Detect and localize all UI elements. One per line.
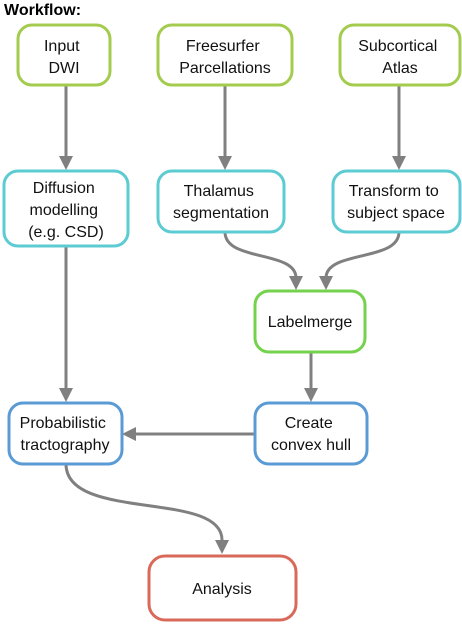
node-thalamus-line-1: Thalamus — [184, 183, 254, 200]
node-diffusion-line-3: (e.g. CSD) — [28, 224, 104, 241]
edge-thalamus-to-labelmerge — [223, 231, 303, 290]
node-thalamus-line-2: segmentation — [173, 205, 269, 222]
node-input-dwi: Input DWI — [16, 23, 112, 87]
svg-text:Subcortical Atlas: Subcortical Atlas — [358, 38, 442, 77]
svg-text:Transform to subject spa: Transform to subject space — [347, 183, 445, 222]
svg-text:Labelmerge: Labelmerge — [268, 314, 353, 331]
node-labelmerge: Labelmerge — [253, 289, 367, 354]
edge-atlas-to-transform — [392, 85, 406, 170]
svg-text:Thalamus segmentation: Thalamus segmentation — [173, 183, 269, 222]
node-diffusion-line-1: Diffusion — [33, 180, 95, 197]
node-freesurfer-line-2: Parcellations — [179, 60, 271, 77]
node-subcortical-atlas-line-1: Subcortical — [358, 38, 437, 55]
node-subcortical-atlas: Subcortical Atlas — [338, 23, 462, 87]
node-transform-line-1: Transform to — [349, 183, 439, 200]
node-freesurfer-line-1: Freesurfer — [186, 38, 260, 55]
node-thalamus-segmentation: Thalamus segmentation — [156, 169, 286, 234]
svg-text:Analysis: Analysis — [192, 581, 252, 598]
node-transform-to-subject-space: Transform to subject space — [331, 169, 462, 234]
node-labelmerge-line-1: Labelmerge — [268, 314, 353, 331]
edge-input-to-diffusion — [59, 85, 73, 170]
node-tractography-line-1: Probabilistic — [20, 415, 106, 432]
node-freesurfer-parcellations: Freesurfer Parcellations — [156, 23, 294, 87]
node-create-convex-hull: Create convex hull — [253, 401, 369, 466]
edge-transform-to-labelmerge — [319, 231, 401, 290]
node-hull-line-2: convex hull — [271, 437, 351, 454]
edge-diffusion-to-tractography — [59, 246, 73, 402]
svg-text:Input DWI: Input DWI — [44, 38, 84, 77]
node-subcortical-atlas-line-2: Atlas — [382, 60, 418, 77]
node-hull-line-1: Create — [285, 415, 333, 432]
edge-labelmerge-to-hull — [304, 352, 318, 402]
node-probabilistic-tractography: Probabilistic tractography — [7, 401, 124, 466]
edge-hull-to-tractography — [122, 427, 255, 441]
node-diffusion-line-2: modelling — [30, 202, 98, 219]
svg-text:Freesurfer Parcellations: Freesurfer Parcellations — [179, 38, 271, 77]
node-diffusion-modelling: Diffusion modelling (e.g. CSD) — [2, 169, 130, 248]
svg-text:Create convex hull: Create convex hull — [271, 415, 351, 454]
edge-tractography-to-analysis — [64, 463, 229, 554]
node-input-dwi-line-1: Input — [44, 38, 80, 55]
node-analysis-line-1: Analysis — [192, 581, 252, 598]
node-transform-line-2: subject space — [347, 205, 445, 222]
edge-freesurfer-to-thalamus — [218, 85, 232, 170]
node-analysis: Analysis — [147, 554, 298, 622]
node-tractography-line-2: tractography — [21, 437, 110, 454]
svg-text:Diffusion modelling: Diffusion modelling (e.g. CSD) — [28, 180, 104, 241]
diagram-title: Workflow: — [4, 2, 81, 19]
node-input-dwi-line-2: DWI — [48, 60, 79, 77]
edges — [59, 85, 406, 554]
svg-text:Probabilistic tractograp: Probabilistic tractography — [20, 415, 111, 454]
